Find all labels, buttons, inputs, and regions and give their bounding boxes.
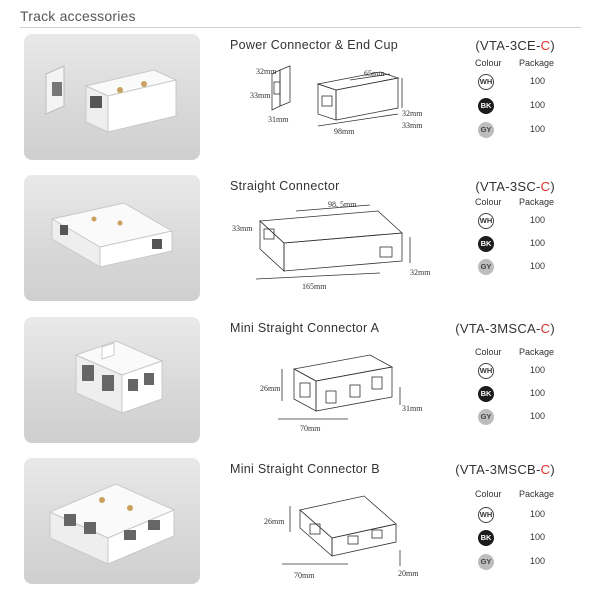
- variant-row: WH 100: [478, 507, 568, 525]
- package-header: Package: [519, 197, 555, 207]
- dim-label: 33mm: [402, 121, 423, 130]
- colour-swatch-grey: GY: [478, 259, 494, 275]
- package-header: Package: [519, 347, 555, 357]
- technical-drawing: 26mm 70mm 31mm: [230, 339, 430, 439]
- dim-label: 165mm: [302, 282, 327, 291]
- colour-swatch-white: WH: [478, 74, 494, 90]
- dim-label: 98, 5mm: [328, 200, 357, 209]
- dim-label: 70mm: [300, 424, 321, 433]
- package-header: Package: [519, 58, 555, 68]
- variant-row: WH 100: [478, 74, 568, 92]
- product-code: (VTA-3MSCA-C): [455, 321, 555, 336]
- colour-swatch-black: BK: [478, 386, 494, 402]
- package-header: Package: [519, 489, 555, 499]
- product-photo: [24, 317, 200, 443]
- product-straight-connector: Straight Connector (VTA-3SC-C) 98, 5mm 3…: [0, 175, 601, 305]
- variant-row: BK 100: [478, 530, 568, 548]
- dim-label: 65mm: [364, 69, 385, 78]
- product-photo: [24, 34, 200, 160]
- package-qty: 100: [530, 556, 546, 566]
- colour-swatch-grey: GY: [478, 554, 494, 570]
- variant-row: BK 100: [478, 386, 568, 404]
- technical-drawing: 98, 5mm 33mm 165mm 32mm: [230, 197, 430, 297]
- colour-swatch-grey: GY: [478, 409, 494, 425]
- product-mini-straight-connector-a: Mini Straight Connector A (VTA-3MSCA-C) …: [0, 317, 601, 447]
- dim-label: 26mm: [260, 384, 281, 393]
- package-qty: 100: [530, 388, 546, 398]
- variant-row: BK 100: [478, 98, 568, 116]
- variant-row: GY 100: [478, 259, 568, 277]
- colour-header: Colour: [475, 347, 502, 357]
- colour-header: Colour: [475, 58, 502, 68]
- dim-label: 31mm: [268, 115, 289, 124]
- package-qty: 100: [530, 411, 546, 421]
- variant-row: GY 100: [478, 409, 568, 427]
- dim-label: 26mm: [264, 517, 285, 526]
- technical-drawing: 26mm 70mm 20mm: [230, 480, 430, 580]
- colour-swatch-grey: GY: [478, 122, 494, 138]
- package-qty: 100: [530, 100, 546, 110]
- title-divider: [20, 27, 581, 28]
- package-qty: 100: [530, 238, 546, 248]
- colour-swatch-white: WH: [478, 507, 494, 523]
- product-name: Mini Straight Connector A: [230, 321, 380, 335]
- product-name: Power Connector & End Cup: [230, 38, 399, 52]
- dim-label: 32mm: [402, 109, 423, 118]
- colour-swatch-white: WH: [478, 213, 494, 229]
- package-qty: 100: [530, 76, 546, 86]
- variant-row: WH 100: [478, 363, 568, 381]
- variant-row: BK 100: [478, 236, 568, 254]
- package-qty: 100: [530, 215, 546, 225]
- variant-row: GY 100: [478, 122, 568, 140]
- product-name: Straight Connector: [230, 179, 340, 193]
- colour-swatch-white: WH: [478, 363, 494, 379]
- colour-header: Colour: [475, 197, 502, 207]
- page-title: Track accessories: [20, 8, 136, 24]
- package-qty: 100: [530, 124, 546, 134]
- package-qty: 100: [530, 532, 546, 542]
- product-mini-straight-connector-b: Mini Straight Connector B (VTA-3MSCB-C) …: [0, 458, 601, 588]
- dim-label: 70mm: [294, 571, 315, 580]
- variant-row: WH 100: [478, 213, 568, 231]
- product-name: Mini Straight Connector B: [230, 462, 380, 476]
- dim-label: 33mm: [232, 224, 253, 233]
- package-qty: 100: [530, 509, 546, 519]
- dim-label: 98mm: [334, 127, 355, 136]
- dim-label: 20mm: [398, 569, 419, 578]
- colour-swatch-black: BK: [478, 236, 494, 252]
- product-power-connector: Power Connector & End Cup (VTA-3CE-C) 32…: [0, 34, 601, 164]
- variant-row: GY 100: [478, 554, 568, 572]
- product-code: (VTA-3SC-C): [475, 179, 555, 194]
- product-code: (VTA-3CE-C): [475, 38, 555, 53]
- technical-drawing: 32mm 33mm 31mm 65mm 98mm 32mm 33mm: [230, 56, 430, 156]
- dim-label: 32mm: [410, 268, 430, 277]
- package-qty: 100: [530, 365, 546, 375]
- colour-header: Colour: [475, 489, 502, 499]
- product-photo: [24, 175, 200, 301]
- dim-label: 31mm: [402, 404, 423, 413]
- dim-label: 33mm: [250, 91, 271, 100]
- dim-label: 32mm: [256, 67, 277, 76]
- colour-swatch-black: BK: [478, 530, 494, 546]
- colour-swatch-black: BK: [478, 98, 494, 114]
- product-photo: [24, 458, 200, 584]
- product-code: (VTA-3MSCB-C): [455, 462, 555, 477]
- package-qty: 100: [530, 261, 546, 271]
